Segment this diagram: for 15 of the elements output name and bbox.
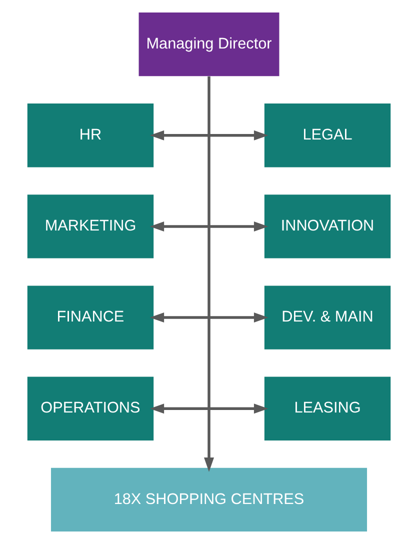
node-box: 18X SHOPPING CENTRES — [50, 468, 367, 532]
node-box: HR — [26, 104, 154, 168]
node-box: MARKETING — [26, 194, 154, 258]
node-box: OPERATIONS — [26, 376, 154, 440]
arrow — [149, 312, 268, 323]
arrow — [149, 221, 268, 232]
node-box: LEGAL — [264, 104, 390, 168]
arrow — [149, 404, 268, 414]
node-box: Managing Director — [138, 12, 279, 76]
arrow — [149, 130, 268, 140]
arrow — [203, 76, 214, 472]
node-box: FINANCE — [26, 286, 154, 350]
node-box: LEASING — [264, 376, 390, 440]
node-box: INNOVATION — [264, 194, 390, 258]
node-box: DEV. & MAIN — [264, 286, 390, 350]
